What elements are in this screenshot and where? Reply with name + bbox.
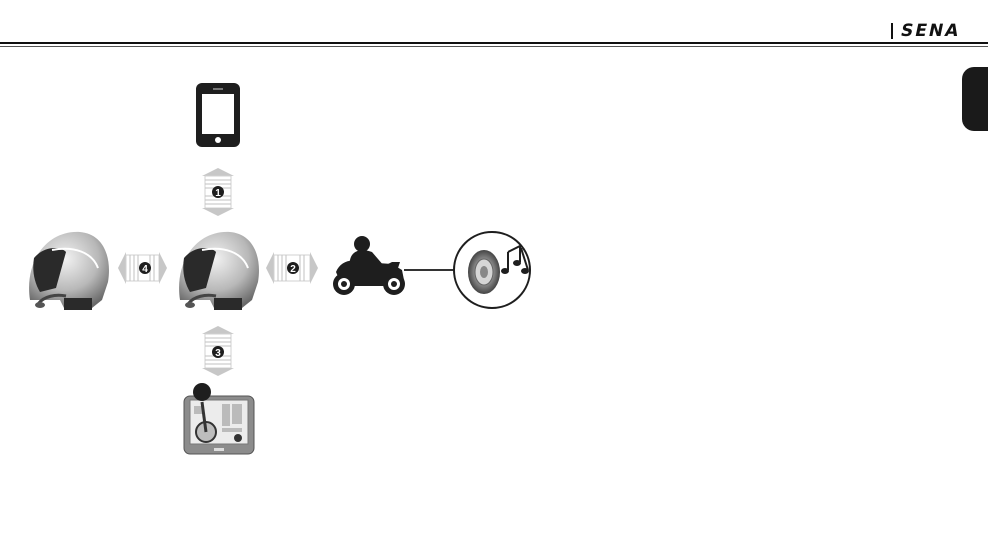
smartphone-icon [196,83,240,147]
header-rule-thin [0,46,988,47]
connection-arrow-4: 4 [118,252,167,284]
speaker-music-icon [454,232,530,308]
helmet-center-icon [179,232,259,310]
brand-divider [891,23,893,39]
connection-label-2: 2 [290,264,296,275]
section-tab [962,67,988,131]
connection-arrow-1: 1 [202,168,234,216]
gps-navigation-icon [184,383,254,454]
connection-arrow-3: 3 [202,326,234,376]
connection-label-3: 3 [215,348,221,359]
connection-arrow-2: 2 [266,252,318,284]
connection-label-1: 1 [215,188,221,199]
pairing-diagram: 1 4 [0,60,560,480]
helmet-left-icon [29,232,109,310]
brand-name: SENA [899,21,963,41]
header-rule [0,42,988,44]
brand-logo: SENA [891,20,960,42]
connection-label-4: 4 [142,264,148,275]
motorcycle-icon [333,236,405,295]
